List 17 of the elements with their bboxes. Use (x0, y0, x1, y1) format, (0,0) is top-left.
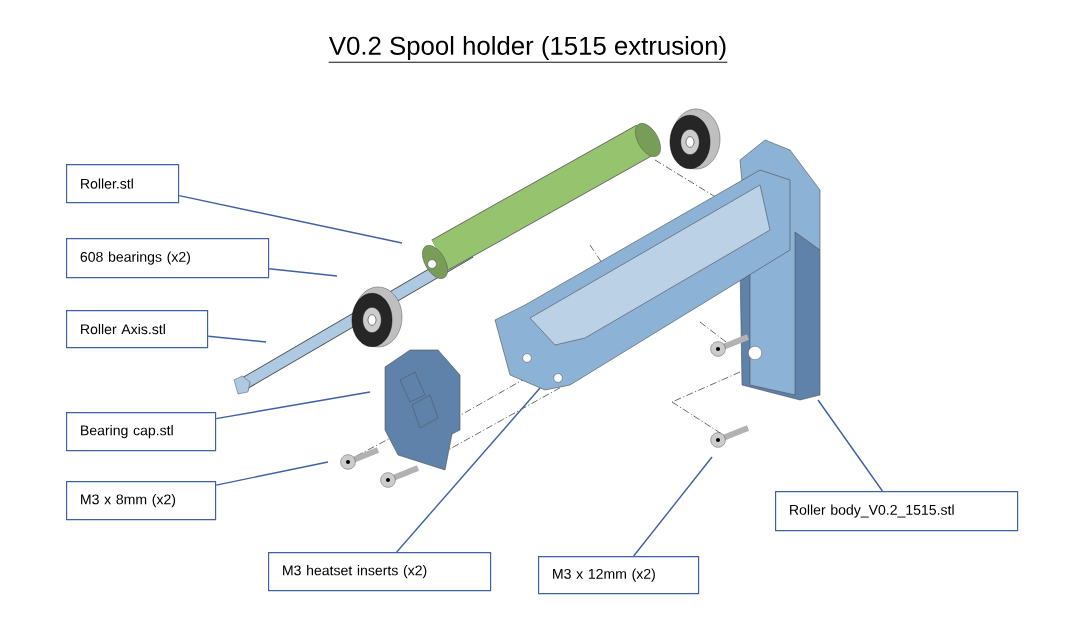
label-box: Bearing cap.stl (66, 412, 217, 452)
leader-line (268, 268, 338, 277)
leader-line (207, 335, 267, 343)
leader-line (215, 461, 329, 486)
leader-line (633, 456, 713, 557)
leader-line (178, 194, 403, 244)
label-box: Roller.stl (66, 164, 180, 204)
label-box: Roller body_V0.2_1515.stl (775, 491, 1019, 532)
leader-line (396, 387, 541, 553)
label-box: M3 x 8mm (x2) (66, 481, 217, 521)
label-box: M3 x 12mm (x2) (538, 556, 700, 595)
title: V0.2 Spool holder (1515 extrusion) (328, 36, 726, 60)
label-box: 608 bearings (x2) (66, 238, 270, 279)
leader-line (215, 391, 371, 420)
leader-line (817, 399, 884, 492)
label-box: M3 heatset inserts (x2) (268, 552, 492, 592)
label-box: Roller Axis.stl (66, 310, 209, 349)
